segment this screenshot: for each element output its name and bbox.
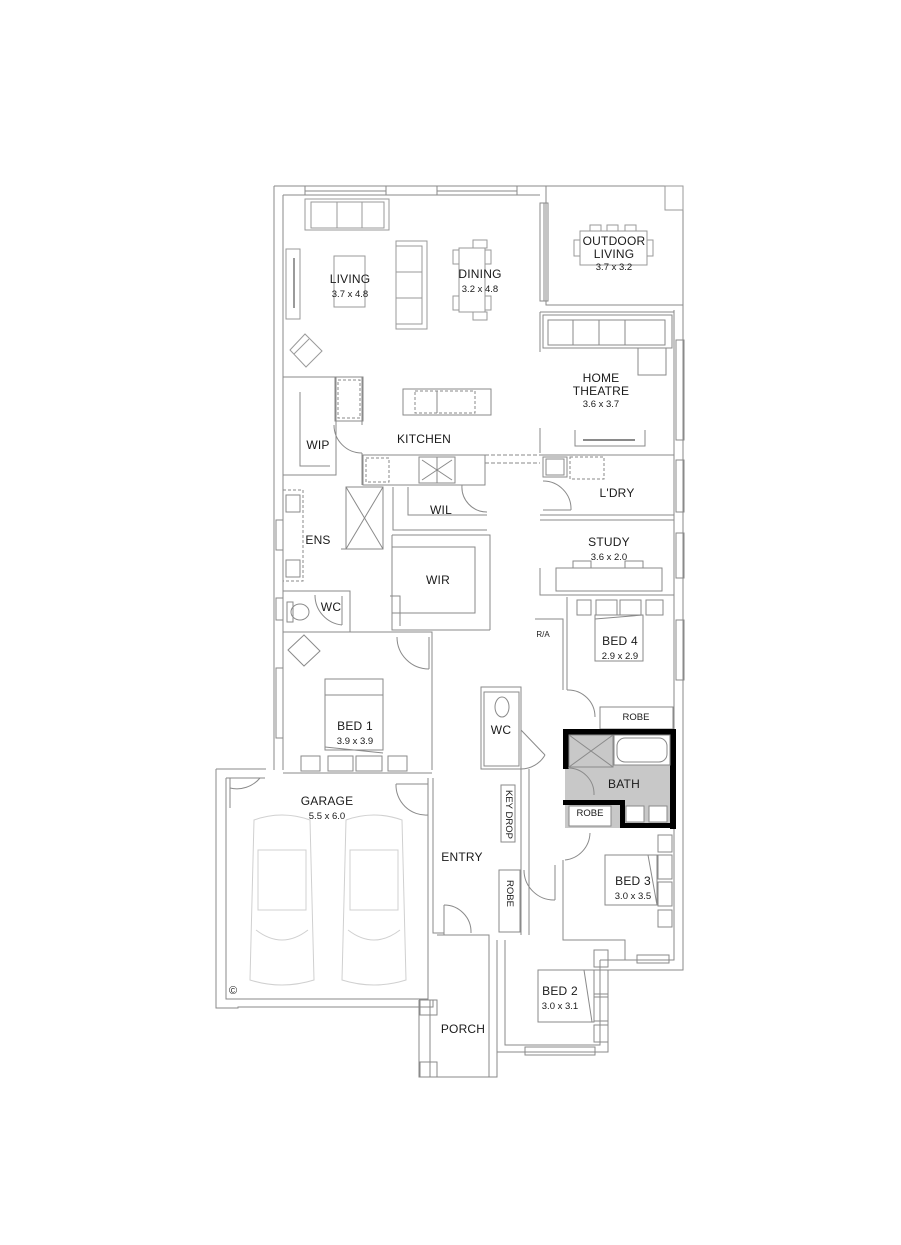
- room-name: KITCHEN: [396, 432, 452, 446]
- room-label-wc-ensuite: WC: [321, 598, 341, 616]
- room-name: WIR: [426, 573, 450, 587]
- room-dims: 3.9 x 3.9: [336, 735, 374, 747]
- room-name-line1: OUTDOOR: [582, 234, 646, 248]
- room-name-line2: THEATRE: [572, 384, 630, 399]
- room-name: PORCH: [440, 1022, 486, 1036]
- room-dims: 3.7 x 3.2: [595, 262, 633, 274]
- robe-label-top: ROBE: [622, 712, 650, 723]
- room-dims: 3.7 x 4.8: [331, 288, 369, 300]
- room-label-kitchen: KITCHEN: [397, 430, 451, 448]
- entry-walls: [432, 686, 556, 940]
- room-dims: 3.6 x 2.0: [590, 551, 628, 563]
- living-furniture: [285, 198, 492, 368]
- room-name: BED 3: [615, 874, 651, 888]
- room-name: BED 1: [337, 719, 373, 733]
- ra-label: R/A: [536, 630, 550, 639]
- room-name: WC: [320, 600, 342, 614]
- key-drop-label: KEY DROP: [503, 790, 515, 839]
- laundry-walls: [540, 454, 685, 516]
- room-label-laundry: L'DRY: [599, 484, 634, 502]
- robe-label-bath: ROBE: [576, 808, 604, 819]
- room-label-wip: WIP: [306, 436, 329, 454]
- kitchen-walls: [282, 376, 540, 486]
- windows-top: [304, 185, 549, 302]
- room-name: WIP: [306, 438, 330, 452]
- room-name: LIVING: [329, 272, 371, 286]
- room-name-line2: LIVING: [593, 247, 635, 262]
- room-name: WIL: [430, 503, 452, 517]
- room-label-wc: WC: [491, 721, 511, 739]
- room-dims: 5.5 x 6.0: [308, 810, 346, 822]
- copyright-icon: ©: [228, 985, 238, 997]
- car-icons: [249, 814, 407, 986]
- room-name: ENTRY: [441, 850, 483, 864]
- room-name: STUDY: [588, 535, 630, 549]
- robe-label-entry: ROBE: [504, 880, 516, 907]
- room-label-bed3: BED 3 3.0 x 3.5: [615, 872, 651, 902]
- study-walls: [539, 519, 685, 596]
- room-name: L'DRY: [599, 486, 635, 500]
- room-dims: 3.0 x 3.1: [541, 1000, 579, 1012]
- bed3-walls: [562, 832, 673, 964]
- room-label-bed2: BED 2 3.0 x 3.1: [542, 982, 578, 1012]
- room-label-bed4: BED 4 2.9 x 2.9: [602, 632, 638, 662]
- ensuite-walls: [282, 486, 384, 633]
- room-name: DINING: [458, 267, 502, 281]
- room-name: GARAGE: [300, 794, 354, 808]
- wardrobe-walls: [390, 484, 491, 631]
- room-dims: 3.2 x 4.8: [461, 283, 499, 295]
- room-label-bed1: BED 1 3.9 x 3.9: [337, 717, 373, 747]
- room-name-line1: HOME: [582, 371, 620, 385]
- room-dims: 2.9 x 2.9: [601, 650, 639, 662]
- room-dims: 3.0 x 3.5: [614, 890, 652, 902]
- room-name: ENS: [305, 533, 331, 547]
- garage-doors: [229, 777, 429, 816]
- room-label-bath: BATH: [608, 775, 640, 793]
- bed1-walls: [275, 631, 433, 774]
- bath-room: [563, 729, 676, 829]
- outdoor-furniture: [573, 185, 684, 266]
- room-label-garage: GARAGE 5.5 x 6.0: [301, 792, 354, 822]
- room-label-wil: WIL: [430, 501, 452, 519]
- exterior-walls: [215, 185, 684, 1078]
- room-label-outdoor-living: OUTDOOR LIVING 3.7 x 3.2: [582, 234, 646, 274]
- room-dims: 3.6 x 3.7: [582, 399, 620, 411]
- room-name: BED 4: [602, 634, 638, 648]
- room-label-entry: ENTRY: [441, 848, 482, 866]
- room-label-porch: PORCH: [441, 1020, 485, 1038]
- home-theatre-walls: [539, 311, 685, 453]
- room-name: BED 2: [542, 984, 578, 998]
- room-label-ens: ENS: [305, 531, 330, 549]
- room-label-dining: DINING 3.2 x 4.8: [458, 265, 501, 295]
- room-name: BATH: [608, 777, 640, 791]
- room-label-wir: WIR: [426, 571, 450, 589]
- bed2-walls: [496, 940, 609, 1056]
- room-label-home-theatre: HOME THEATRE 3.6 x 3.7: [572, 371, 630, 411]
- room-label-living: LIVING 3.7 x 4.8: [330, 270, 371, 300]
- room-label-study: STUDY 3.6 x 2.0: [588, 533, 630, 563]
- bed4-walls: [535, 597, 685, 718]
- room-name: WC: [490, 723, 512, 737]
